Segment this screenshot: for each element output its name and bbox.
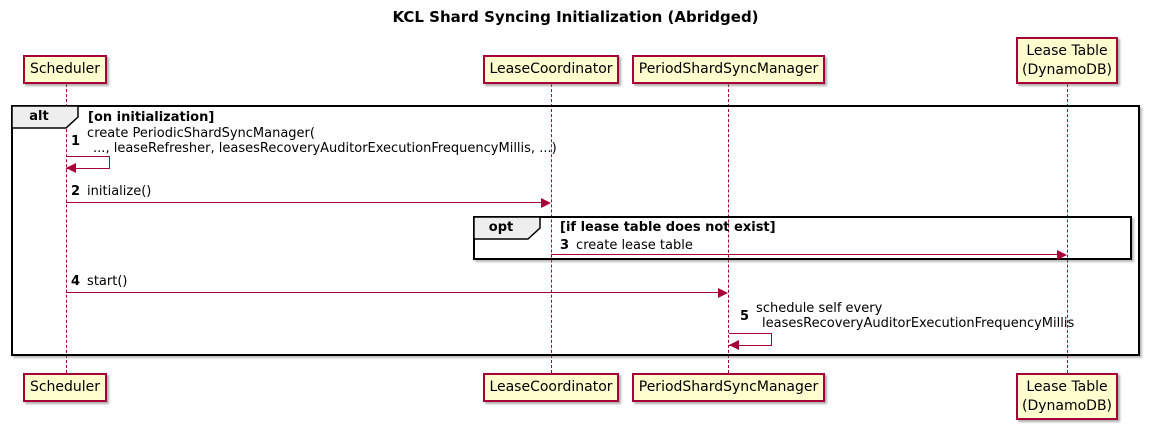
participant-lease-table-top: Lease Table (DynamoDB) [1016,37,1118,84]
message-5-text-line1: schedule self every [756,301,883,316]
opt-guard: [if lease table does not exist] [560,220,776,235]
lifeline-lease-table [1067,84,1068,373]
participant-label: Scheduler [29,379,101,395]
message-4-arrow [66,292,719,293]
participant-label-line1: Lease Table [1026,378,1108,395]
message-5-text-line2: leasesRecoveryAuditorExecutionFrequencyM… [762,316,1075,331]
message-2-number: 2 [71,184,81,199]
message-1-self-arrow [66,156,110,169]
arrowhead-right-icon [1057,250,1067,260]
message-1-number: 1 [71,133,81,149]
participant-lease-table-bottom: Lease Table (DynamoDB) [1016,373,1118,420]
participant-label: PeriodShardSyncManager [638,379,819,395]
message-5-label: 5 schedule self every leasesRecoveryAudi… [740,301,1074,331]
participant-scheduler-top: Scheduler [23,55,107,84]
arrowhead-left-icon [66,163,76,173]
participant-label: LeaseCoordinator [489,61,613,77]
alt-operator-pentagon-icon [12,106,79,129]
message-3-label: 3 create lease table [560,238,693,253]
message-4-label: 4 start() [71,274,127,289]
lifeline-lease-coordinator [551,84,552,373]
participant-label-line1: Lease Table [1026,42,1108,59]
opt-operator-pentagon-icon [474,217,541,240]
message-2-label: 2 initialize() [71,184,151,199]
participant-label: PeriodShardSyncManager [638,61,819,77]
participant-lease-coordinator-top: LeaseCoordinator [483,55,619,84]
message-2-arrow [66,202,543,203]
message-3-number: 3 [560,238,570,253]
alt-operator-label: alt [29,109,49,124]
lifeline-period-shard-sync-manager [728,84,729,373]
message-1-text-line1: create PeriodicShardSyncManager( [87,126,315,141]
arrowhead-right-icon [718,288,728,298]
participant-period-shard-sync-manager-bottom: PeriodShardSyncManager [632,373,825,402]
alt-guard: [on initialization] [88,110,215,125]
participant-period-shard-sync-manager-top: PeriodShardSyncManager [632,55,825,84]
message-3-arrow [551,254,1058,255]
message-5-number: 5 [740,308,750,324]
opt-fragment-frame: opt [if lease table does not exist] [473,216,1132,260]
diagram-title: KCL Shard Syncing Initialization (Abridg… [392,8,759,26]
arrowhead-right-icon [541,198,551,208]
participant-scheduler-bottom: Scheduler [23,373,107,402]
participant-lease-coordinator-bottom: LeaseCoordinator [483,373,619,402]
message-3-text: create lease table [576,238,693,253]
arrowhead-left-icon [729,340,739,350]
message-4-number: 4 [71,274,81,289]
participant-label-line2: (DynamoDB) [1021,397,1113,414]
message-1-text-line2: ..., leaseRefresher, leasesRecoveryAudit… [93,141,557,156]
message-5-self-arrow [729,333,772,346]
participant-label: LeaseCoordinator [489,379,613,395]
participant-label-line2: (DynamoDB) [1021,61,1113,78]
message-2-text: initialize() [87,184,152,199]
message-4-text: start() [87,274,128,289]
message-1-label: 1 create PeriodicShardSyncManager( ..., … [71,126,557,156]
opt-operator-label: opt [488,220,514,235]
lifeline-scheduler [66,84,67,373]
participant-label: Scheduler [29,61,101,77]
alt-fragment-frame: alt [on initialization] [11,105,1140,356]
